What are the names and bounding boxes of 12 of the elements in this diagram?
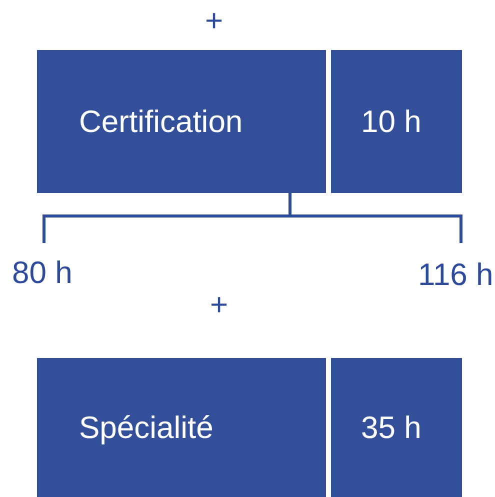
box-label: Spécialité (79, 410, 214, 446)
box (331, 50, 462, 193)
box-label: Certification (79, 104, 243, 140)
box (331, 358, 462, 497)
box-label: 10 h (361, 104, 422, 140)
box (37, 358, 326, 497)
box-label: 35 h (361, 410, 422, 446)
duration-label: 116 h (418, 257, 494, 293)
duration-label: 80 h (12, 255, 72, 291)
plus-sign: + (210, 287, 228, 323)
plus-sign: + (205, 3, 224, 39)
box (37, 50, 326, 193)
